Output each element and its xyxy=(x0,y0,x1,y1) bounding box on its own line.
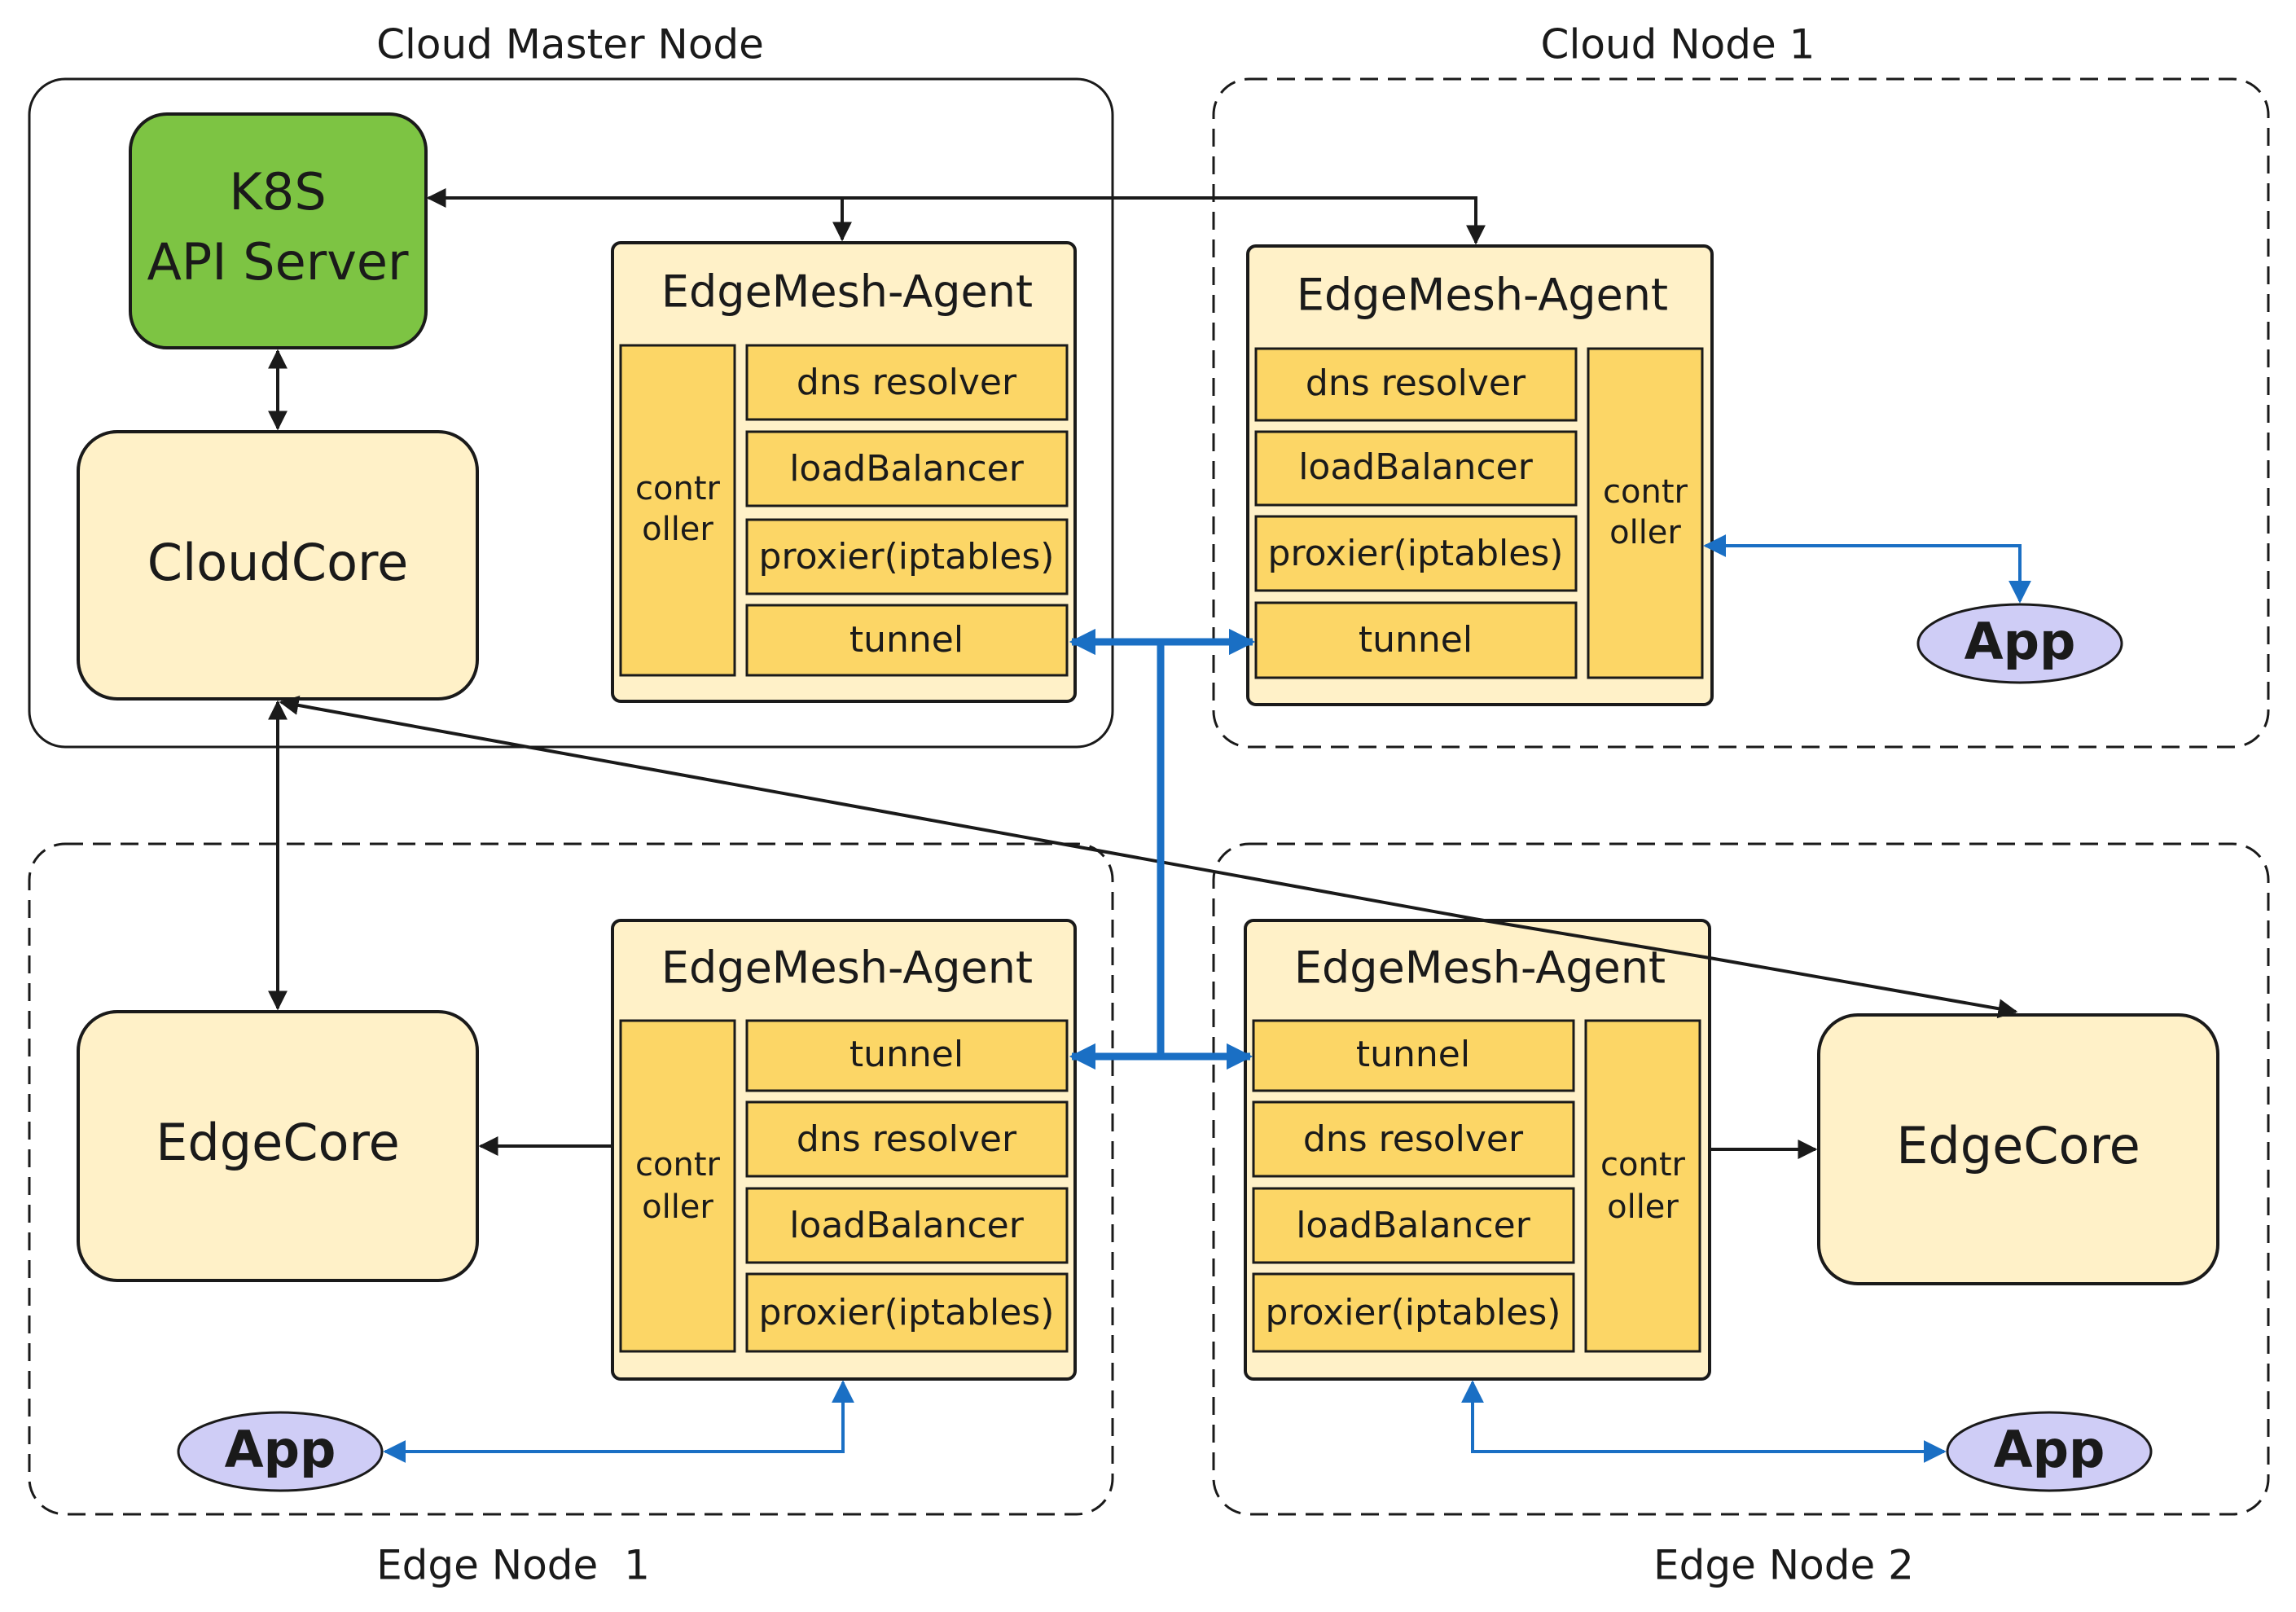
agent-edge2-title: EdgeMesh-Agent xyxy=(1294,942,1666,994)
agent-edge2-tunnel-label: tunnel xyxy=(1356,1034,1470,1075)
connector-edge2-agent-app xyxy=(1461,1380,1947,1463)
agent-master-controller-line2: oller xyxy=(642,511,713,548)
agent-cloud1-proxier xyxy=(1254,515,1578,592)
agent-edge1-proxier xyxy=(745,1272,1069,1353)
agent-edge2-controller xyxy=(1584,1019,1701,1353)
edgemesh-agent-edge1: EdgeMesh-Agent contr oller tunnel dns re… xyxy=(611,919,1077,1381)
agent-cloud1-controller xyxy=(1587,347,1704,679)
agent-edge1-dns-resolver xyxy=(745,1100,1069,1178)
cloudcore: CloudCore xyxy=(77,430,479,701)
k8s-api-server: K8S API Server xyxy=(129,112,428,349)
app-edge-node-1: App xyxy=(177,1411,384,1492)
agent-master-loadbalancer-label: loadBalancer xyxy=(789,448,1025,490)
agent-cloud1-dns-resolver-label: dns resolver xyxy=(1306,362,1526,404)
connector-k8s-to-cloud1-agent xyxy=(426,188,1486,245)
edgecore-node-2: EdgeCore xyxy=(1817,1013,2219,1285)
cloud-node-1-box xyxy=(1212,77,2270,749)
agent-edge2-dns-resolver xyxy=(1252,1100,1575,1178)
app-cloud-node-1: App xyxy=(1916,603,2123,684)
agent-master-loadbalancer xyxy=(745,430,1069,507)
agent-cloud1-loadbalancer xyxy=(1254,430,1578,507)
edge-node-2-title: Edge Node 2 xyxy=(1653,1542,1914,1589)
agent-master-title: EdgeMesh-Agent xyxy=(661,266,1033,318)
agent-edge2-proxier xyxy=(1252,1272,1575,1353)
k8s-label-line1: K8S xyxy=(229,162,326,222)
agent-cloud1-controller-line2: oller xyxy=(1609,514,1681,551)
connector-edge1-agent-app xyxy=(383,1380,854,1463)
agent-cloud1-tunnel xyxy=(1254,601,1578,679)
agent-edge1-tunnel-label: tunnel xyxy=(849,1034,964,1075)
agent-edge1-dns-resolver-label: dns resolver xyxy=(797,1118,1017,1160)
k8s-label-line2: API Server xyxy=(147,232,409,292)
agent-edge2-controller-line2: oller xyxy=(1607,1188,1679,1226)
agent-master-controller xyxy=(619,344,736,677)
agent-edge2-dns-resolver-label: dns resolver xyxy=(1303,1118,1524,1160)
agent-edge1-loadbalancer-label: loadBalancer xyxy=(789,1205,1025,1246)
edgemesh-agent-edge2: EdgeMesh-Agent tunnel dns resolver loadB… xyxy=(1244,919,1711,1381)
agent-cloud1-controller-line1: contr xyxy=(1603,473,1688,511)
agent-edge1-proxier-label: proxier(iptables) xyxy=(759,1292,1055,1333)
app-cloud1-label: App xyxy=(1965,612,2076,671)
agent-edge1-tunnel xyxy=(745,1019,1069,1092)
connector-cloud1-controller-app xyxy=(1703,534,2031,604)
agent-edge2-controller-line1: contr xyxy=(1600,1146,1686,1184)
agent-cloud1-title: EdgeMesh-Agent xyxy=(1297,270,1668,321)
agent-master-tunnel-label: tunnel xyxy=(849,619,964,661)
agent-edge2-tunnel xyxy=(1252,1019,1575,1092)
edgemesh-agent-cloud1: EdgeMesh-Agent dns resolver loadBalancer… xyxy=(1246,244,1714,706)
cloudcore-label: CloudCore xyxy=(147,533,409,592)
edgemesh-agent-master: EdgeMesh-Agent contr oller dns resolver … xyxy=(611,241,1077,703)
agent-master-tunnel xyxy=(745,604,1069,677)
agent-cloud1-loadbalancer-label: loadBalancer xyxy=(1298,446,1534,488)
edgecore-2-label: EdgeCore xyxy=(1896,1116,2140,1175)
edgecore-node-1: EdgeCore xyxy=(77,1010,479,1282)
app-edge1-label: App xyxy=(225,1420,336,1479)
agent-edge1-controller-line2: oller xyxy=(642,1188,713,1226)
agent-cloud1-tunnel-label: tunnel xyxy=(1359,619,1473,661)
agent-master-dns-resolver xyxy=(745,344,1069,421)
agent-master-dns-resolver-label: dns resolver xyxy=(797,362,1017,403)
cloud-node-1-title: Cloud Node 1 xyxy=(1541,21,1815,68)
agent-edge2-loadbalancer xyxy=(1252,1187,1575,1264)
agent-edge1-controller xyxy=(619,1019,736,1353)
agent-edge1-title: EdgeMesh-Agent xyxy=(661,942,1033,994)
agent-cloud1-dns-resolver xyxy=(1254,347,1578,422)
agent-master-proxier-label: proxier(iptables) xyxy=(759,536,1055,578)
agent-edge2-proxier-label: proxier(iptables) xyxy=(1266,1292,1561,1333)
agent-edge2-loadbalancer-label: loadBalancer xyxy=(1296,1205,1531,1246)
cloud-master-node-title: Cloud Master Node xyxy=(376,21,764,68)
agent-cloud1-proxier-label: proxier(iptables) xyxy=(1268,533,1564,574)
agent-edge1-controller-line1: contr xyxy=(635,1146,721,1184)
app-edge2-label: App xyxy=(1994,1420,2105,1479)
connector-cloudcore-edgecore2 xyxy=(279,696,2018,1019)
edgecore-1-label: EdgeCore xyxy=(156,1113,400,1172)
agent-edge1-loadbalancer xyxy=(745,1187,1069,1264)
agent-master-proxier xyxy=(745,518,1069,595)
edge-node-2-box xyxy=(1212,842,2270,1516)
agent-master-controller-line1: contr xyxy=(635,470,721,507)
app-edge-node-2: App xyxy=(1946,1411,2153,1492)
edge-node-1-title: Edge Node 1 xyxy=(376,1542,650,1589)
